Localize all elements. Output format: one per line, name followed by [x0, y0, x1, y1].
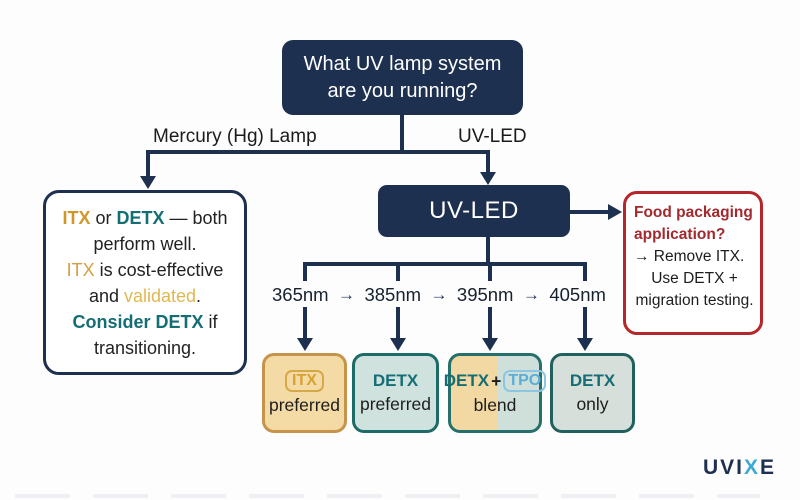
arrowhead-left-box	[140, 176, 156, 189]
text-span: DETX	[116, 207, 165, 228]
outcome-label: only	[576, 394, 609, 414]
detx-label: DETX	[569, 371, 616, 390]
branch-label-mercury: Mercury (Hg) Lamp	[153, 126, 317, 147]
arrowhead-outcome-2	[390, 338, 406, 351]
detx-label: DETX	[372, 371, 419, 390]
uvixe-logo: UVIXE	[703, 456, 776, 480]
branch-label-uvled: UV-LED	[458, 126, 527, 147]
mercury-advice-node: ITX or DETX — both perform well. ITX is …	[43, 190, 247, 375]
advice-line: Consider DETX if	[46, 309, 244, 335]
right-arrow-icon: →	[338, 285, 356, 304]
wavelength-label-365: 365nm	[272, 284, 329, 305]
uvled-node: UV-LED	[378, 185, 570, 237]
blend-formula: DETX + TPO	[443, 370, 547, 392]
outcome-detx-only: DETX only	[550, 353, 635, 433]
text-span: ITX	[66, 259, 95, 280]
text-span: or	[90, 207, 117, 228]
food-title-line-2: application?	[634, 226, 726, 243]
advice-line: and validated.	[46, 283, 244, 309]
text-span: ITX	[62, 207, 91, 228]
question-line-2: are you running?	[327, 79, 478, 102]
wavelength-label-385: 385nm	[364, 284, 422, 305]
advice-line: ITX or DETX — both	[46, 205, 244, 231]
food-use-detx-line: Use DETX +	[651, 270, 738, 287]
right-arrow-icon: →	[430, 285, 448, 304]
wavelength-label-395: 395nm	[456, 284, 514, 305]
text-span: Consider DETX	[72, 311, 204, 332]
logo-x-glyph: X	[744, 456, 761, 479]
right-arrow-icon: →	[522, 285, 540, 304]
food-migration-line: migration testing.	[635, 292, 754, 309]
itx-chip: ITX	[285, 370, 324, 392]
question-line-1: What UV lamp system	[303, 52, 502, 75]
text-span: — both	[164, 207, 228, 228]
arrowhead-outcome-4	[577, 338, 593, 351]
food-packaging-node: Food packaging application? → Remove ITX…	[623, 191, 763, 335]
outcome-label: preferred	[359, 394, 431, 414]
text-span: .	[196, 285, 202, 306]
advice-line: ITX is cost-effective	[46, 257, 244, 283]
text-span: validated	[123, 285, 197, 306]
text-span: if	[203, 311, 218, 332]
arrowhead-food-box	[608, 204, 622, 220]
text-span: is cost-effective	[94, 259, 224, 280]
advice-line: perform well.	[46, 231, 244, 257]
outcome-label: preferred	[268, 395, 340, 415]
cropped-text-artifact	[15, 494, 760, 498]
outcome-detx-preferred: DETX preferred	[352, 353, 439, 433]
food-remove-itx-line: → Remove ITX.	[634, 248, 745, 265]
detx-label: DETX	[443, 371, 490, 390]
wavelength-row: 365nm → 385nm → 395nm → 405nm	[272, 284, 606, 306]
food-title-line-1: Food packaging	[634, 204, 753, 221]
tpo-chip: TPO	[503, 370, 547, 392]
plus-sign: +	[491, 370, 502, 391]
arrowhead-uvled-box	[480, 172, 496, 185]
logo-text-prefix: UVI	[703, 456, 745, 479]
wavelength-label-405: 405nm	[549, 284, 606, 305]
text-span: transitioning.	[93, 337, 197, 358]
text-span: perform well.	[93, 233, 197, 254]
logo-text-suffix: E	[760, 456, 777, 479]
outcome-label: blend	[473, 395, 517, 415]
advice-line: transitioning.	[46, 335, 244, 361]
arrowhead-outcome-1	[297, 338, 313, 351]
outcome-itx-preferred: ITX preferred	[262, 353, 347, 433]
uvled-label: UV-LED	[429, 197, 519, 224]
question-node: What UV lamp system are you running?	[282, 40, 523, 115]
arrowhead-outcome-3	[482, 338, 498, 351]
text-span: and	[88, 285, 124, 306]
outcome-detx-tpo-blend: DETX + TPO blend	[444, 353, 547, 433]
